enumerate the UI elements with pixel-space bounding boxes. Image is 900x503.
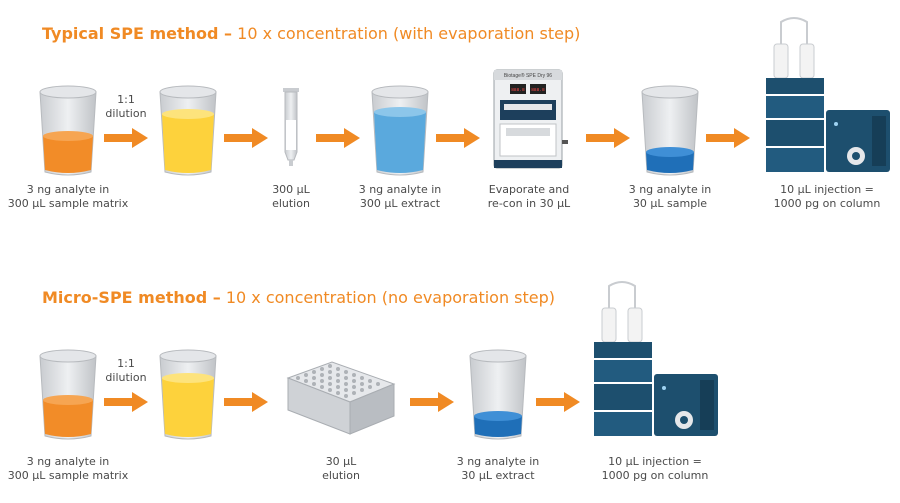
micro-spe-title: Micro-SPE method – 10 x concentration (n… [42,288,555,307]
dilution-label: 1:1 dilution [105,93,147,120]
arrow-icon [536,392,580,412]
micro-spe-title-rest: 10 x concentration (no evaporation step) [220,288,556,307]
evaporator-icon: Biotage® SPE Dry 96 888.8 888.8 [493,69,568,169]
beaker-sample-icon [39,85,97,176]
micro-spe-plate-icon [286,361,396,435]
arrow-icon [224,392,268,412]
arrow-icon [586,128,630,148]
beaker-extract-icon [371,85,429,176]
typical-spe-title-rest: 10 x concentration (with evaporation ste… [232,24,581,43]
caption-evaporate: Evaporate and re-con in 30 µL [487,183,571,210]
typical-spe-title: Typical SPE method – 10 x concentration … [42,24,580,43]
arrow-icon [436,128,480,148]
arrow-icon [316,128,360,148]
micro-dilution-label: 1:1 dilution [105,357,147,384]
evaporator-label: Biotage® SPE Dry 96 [504,72,552,79]
arrow-icon [706,128,750,148]
micro-beaker-diluted-icon [159,349,217,440]
arrow-icon [224,128,268,148]
arrow-icon [410,392,454,412]
caption-extract: 3 ng analyte in 300 µL extract [358,183,442,210]
beaker-diluted-icon [159,85,217,176]
arrow-icon [104,392,148,412]
caption-elution: 300 µL elution [272,183,310,210]
evaporator-display-left: 888.8 [511,87,525,93]
micro-beaker-extract-icon [469,349,527,440]
evaporator-display-right: 888.8 [531,87,545,93]
beaker-reduced-icon [641,85,699,176]
micro-caption-injection: 10 µL injection = 1000 pg on column [601,455,709,482]
lc-instrument-icon [766,17,890,172]
micro-caption-extract: 3 ng analyte in 30 µL extract [456,455,540,482]
typical-spe-title-bold: Typical SPE method – [42,24,233,43]
micro-beaker-sample-icon [39,349,97,440]
caption-injection: 10 µL injection = 1000 pg on column [773,183,881,210]
micro-lc-instrument-icon [594,281,718,436]
micro-spe-title-bold: Micro-SPE method – [42,288,221,307]
micro-caption-sample: 3 ng analyte in 300 µL sample matrix [7,455,129,482]
micro-caption-elution: 30 µL elution [322,455,360,482]
arrow-icon [104,128,148,148]
caption-sample: 3 ng analyte in 300 µL sample matrix [7,183,129,210]
spe-cartridge-icon [283,88,299,166]
caption-reduced: 3 ng analyte in 30 µL sample [628,183,712,210]
